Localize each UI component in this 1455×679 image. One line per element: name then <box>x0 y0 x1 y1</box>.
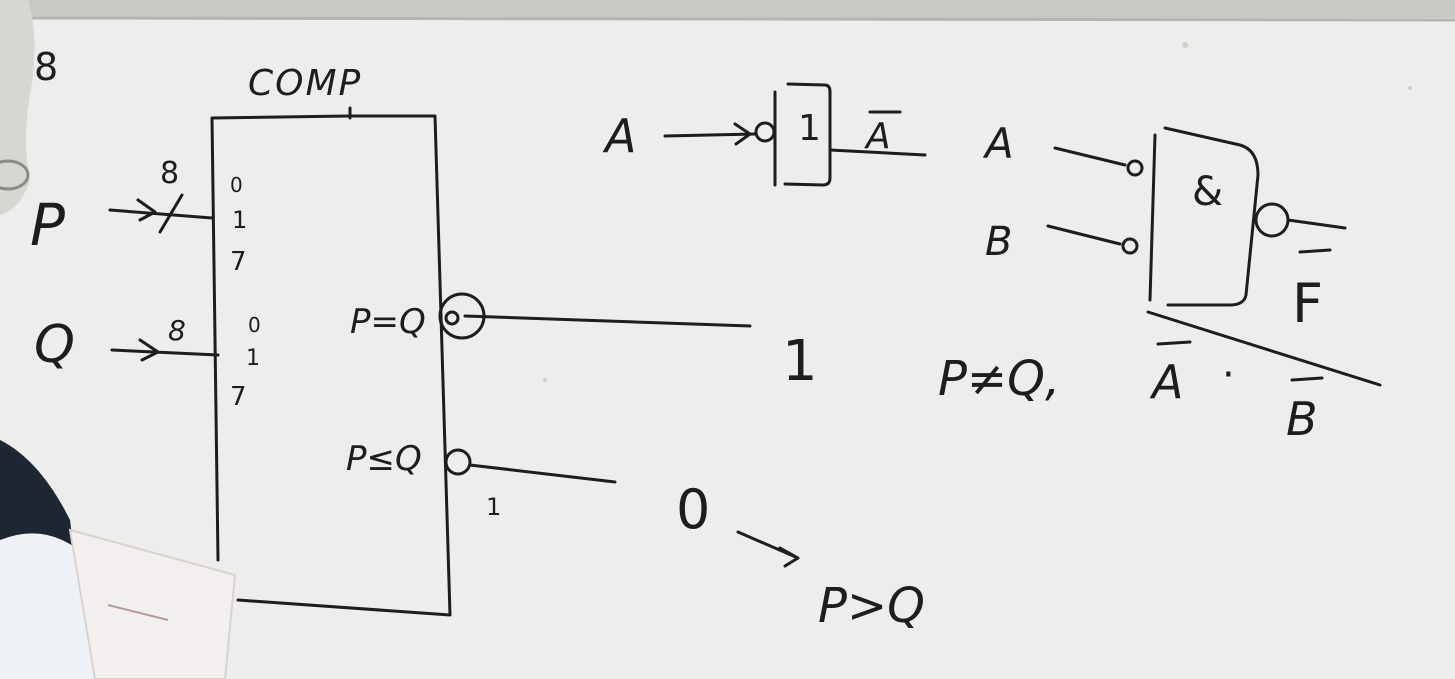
and-input-b-label: B <box>985 219 1012 265</box>
corner-number: 8 <box>34 45 58 89</box>
and-output-bar <box>1298 248 1332 254</box>
q-bit-7: 7 <box>230 382 247 412</box>
p-bus-width: 8 <box>160 156 179 191</box>
q-bit-1: 1 <box>246 346 260 371</box>
and-input-b-wire <box>1046 224 1122 246</box>
q-bit-0: 0 <box>248 313 261 337</box>
board-smudges <box>543 42 1412 382</box>
a-bar <box>1156 340 1192 346</box>
comparator-box <box>210 114 452 617</box>
p-bit-7: 7 <box>230 247 247 277</box>
q-input-label: Q <box>34 315 75 375</box>
not-gate-symbol: 1 <box>798 108 821 149</box>
eq-output-label: P=Q <box>350 302 426 342</box>
not-equal-note: P≠Q, <box>938 351 1060 407</box>
q-input-wire <box>110 348 220 357</box>
eq-output-wire <box>463 314 752 328</box>
p-bit-0: 0 <box>230 173 243 197</box>
p-bus-slash <box>158 193 184 234</box>
held-paper <box>68 528 237 679</box>
demorgan-divider <box>1146 310 1382 387</box>
p-arrowhead <box>136 198 157 222</box>
and-gate-diagram <box>1046 126 1382 387</box>
p-input-label: P <box>30 191 65 259</box>
and-gate-box <box>1148 126 1260 307</box>
not-input-wire <box>663 132 757 138</box>
b-bar <box>1290 376 1324 382</box>
greater-than-note: P>Q <box>818 578 925 634</box>
and-output-label: F <box>1292 272 1323 335</box>
demorgan-expression: A · B <box>1149 340 1324 446</box>
q-arrowhead <box>138 338 160 362</box>
zero-value: 0 <box>676 478 710 541</box>
comparator-title: COMP <box>248 63 362 104</box>
and-input-a-bubble <box>1126 159 1144 177</box>
demorgan-dot: · <box>1222 352 1235 398</box>
and-gate-symbol: & <box>1192 169 1223 215</box>
q-bus-width: 8 <box>168 314 186 347</box>
not-gate-box <box>773 82 832 187</box>
and-input-a-wire <box>1053 146 1127 167</box>
le-output-wire <box>468 463 617 484</box>
not-input-label: A <box>602 109 636 163</box>
le-output-level: 1 <box>486 493 501 521</box>
le-output-bubble <box>444 448 472 476</box>
not-output-wire <box>828 148 927 157</box>
and-output-wire <box>1286 218 1347 230</box>
demorgan-b: B <box>1286 392 1318 446</box>
eq-inner-dot <box>444 310 460 326</box>
board-top-edge <box>0 16 1455 22</box>
not-input-bubble <box>754 121 776 143</box>
implies-arrow <box>736 530 800 568</box>
and-input-a-label: A <box>982 119 1014 168</box>
comparator-diagram <box>108 106 752 617</box>
p-bit-1: 1 <box>232 206 247 234</box>
p-input-wire <box>108 208 214 220</box>
and-output-bubble <box>1254 202 1290 238</box>
le-output-label: P≤Q <box>346 439 422 479</box>
eq-output-level: 1 <box>782 329 818 394</box>
board-top-frame <box>0 0 1455 18</box>
not-output-label: A <box>864 116 891 157</box>
not-arrowhead <box>733 122 752 146</box>
and-input-b-bubble <box>1121 237 1139 255</box>
demorgan-a: A <box>1149 355 1183 409</box>
not-gate-diagram <box>663 82 927 187</box>
